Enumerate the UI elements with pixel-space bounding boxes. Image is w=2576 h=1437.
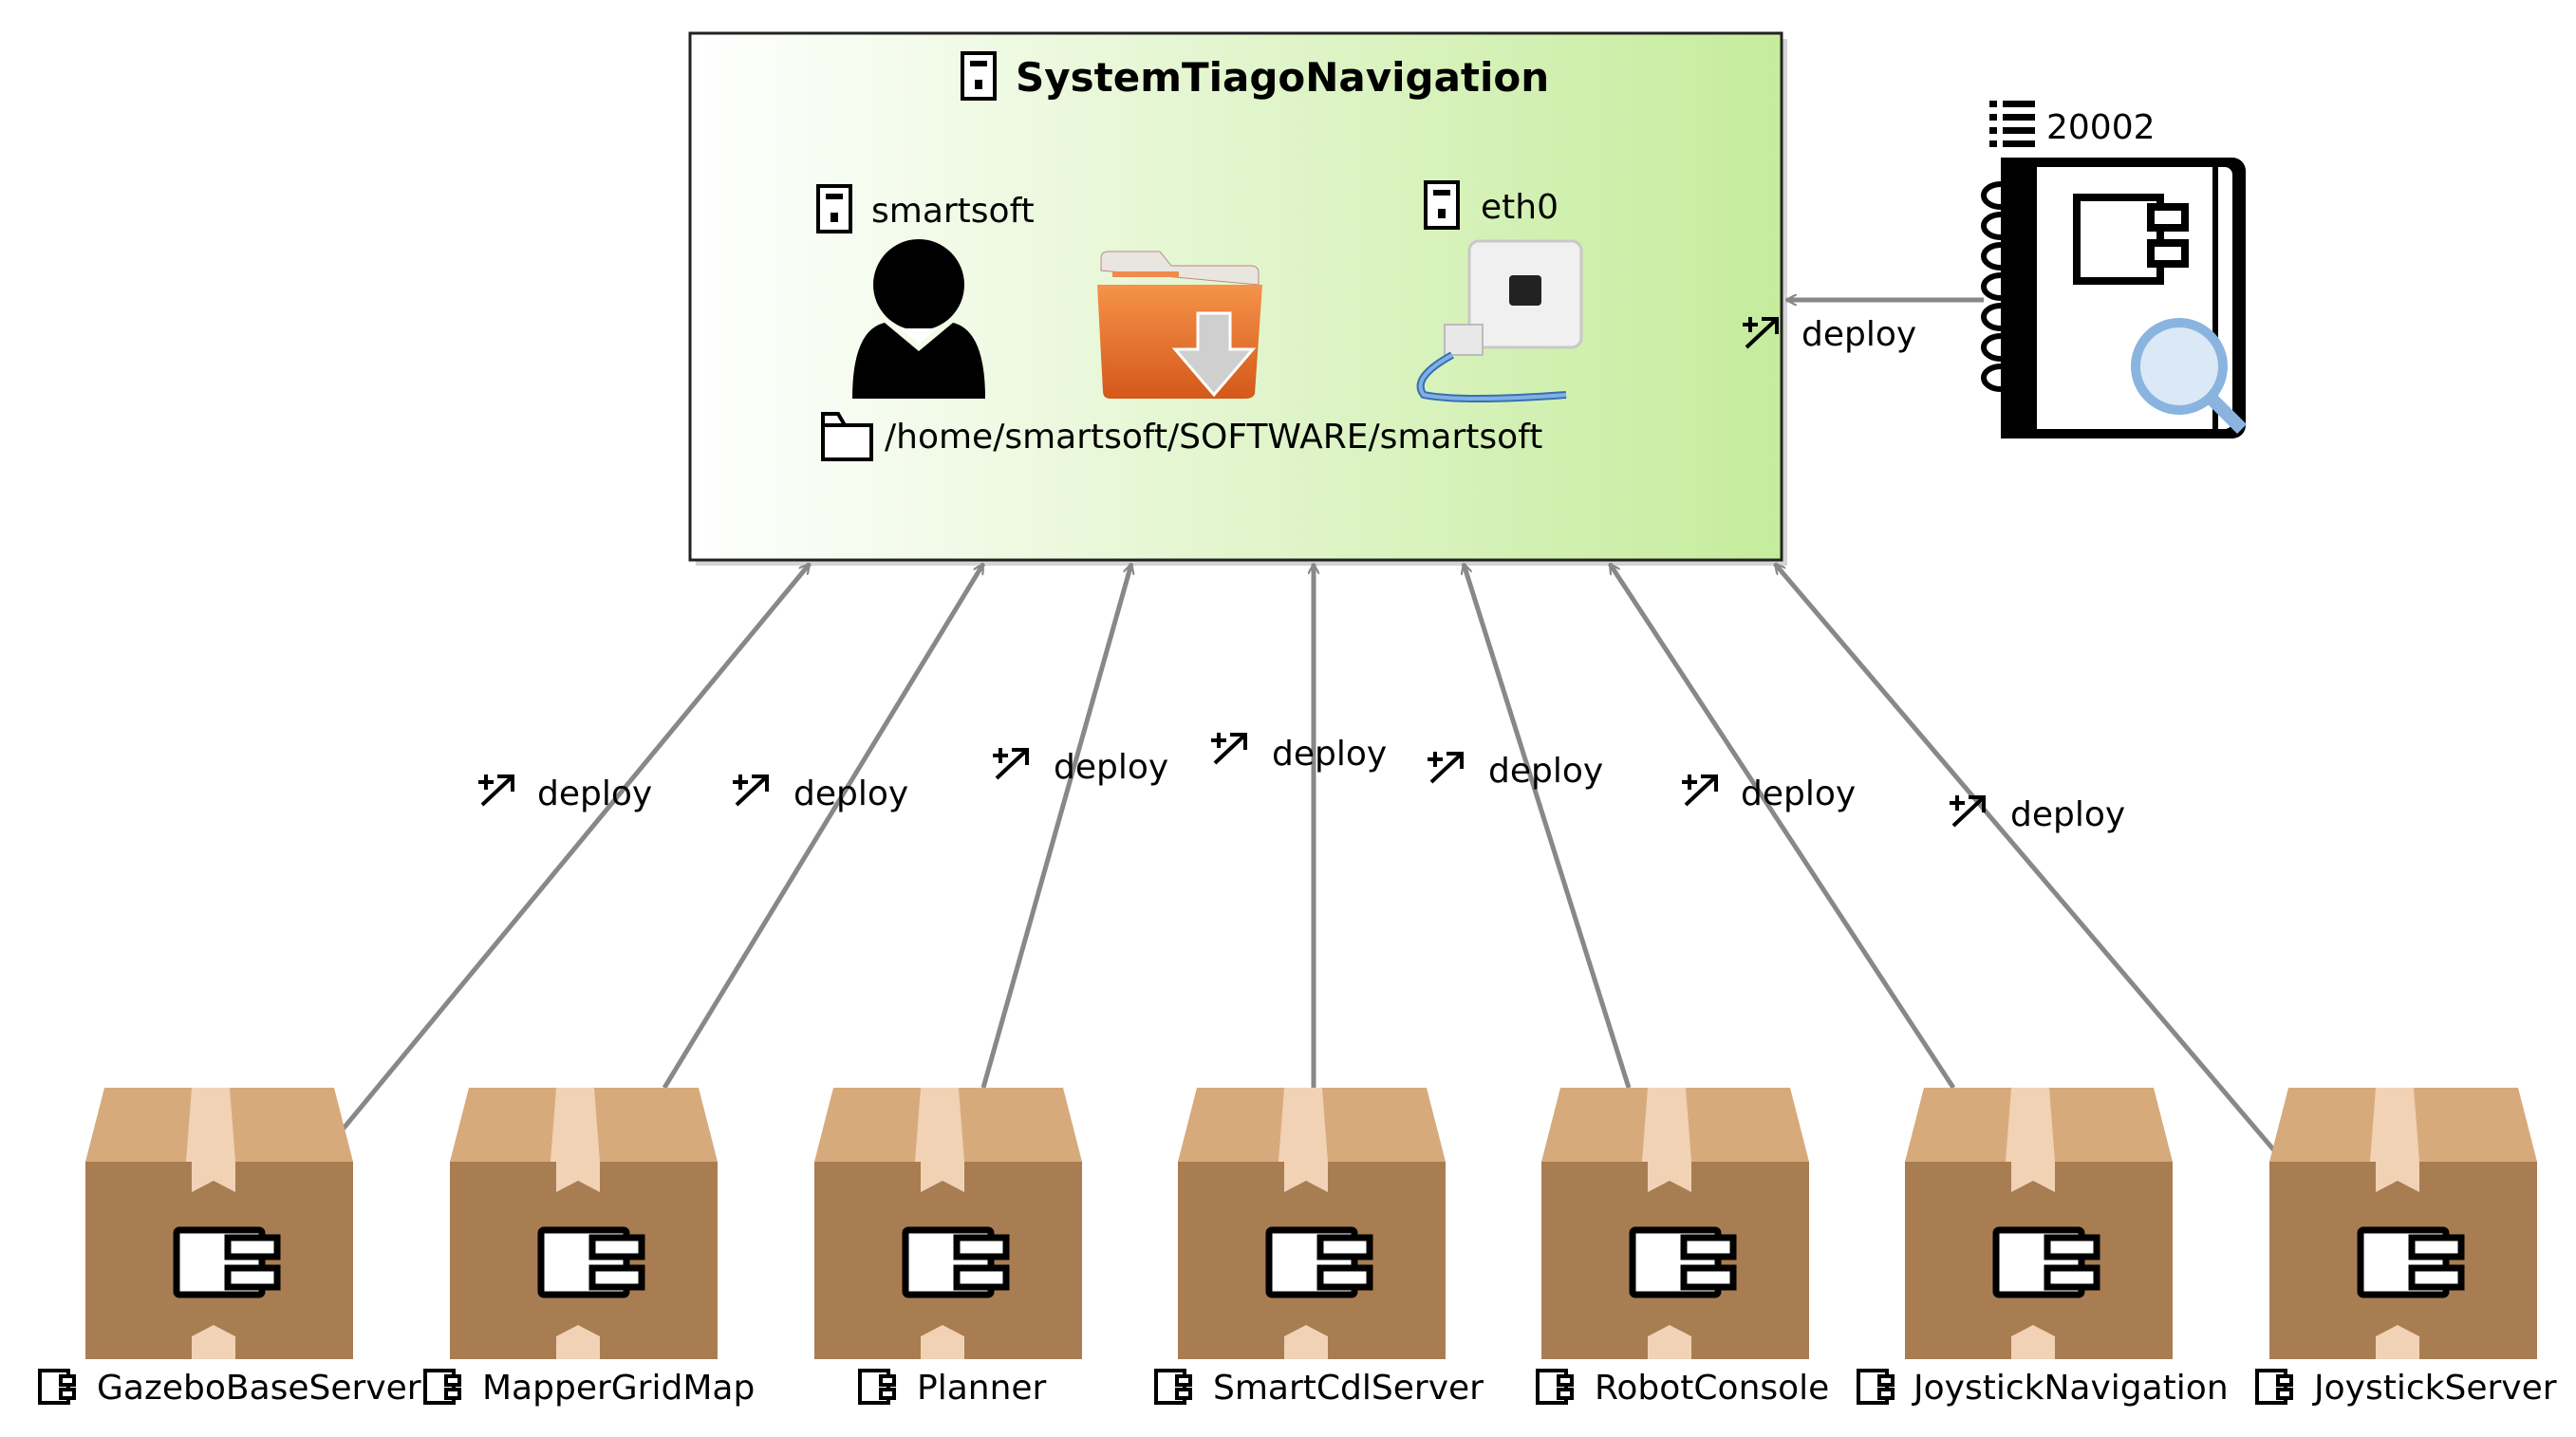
deploy-icon xyxy=(1680,773,1718,807)
component-name: JoystickNavigation xyxy=(1912,1369,2229,1408)
deploy-label: deploy xyxy=(1054,748,1168,787)
deploy-label: deploy xyxy=(537,774,652,813)
component-name: GazeboBaseServer xyxy=(97,1369,421,1408)
system-node[interactable]: SystemTiagoNavigation smartsoft eth0 xyxy=(688,31,1787,566)
component-joystickserver[interactable]: JoystickServer xyxy=(2255,1088,2557,1408)
deploy-edge-gazebobaseserver[interactable]: deploy xyxy=(336,564,812,1137)
deploy-edge-robotconsole[interactable]: deploy xyxy=(1426,564,1632,1089)
package-icon xyxy=(1905,1088,2173,1359)
port-label: 20002 xyxy=(2046,108,2156,147)
user-server-icon xyxy=(816,184,852,233)
folder-icon xyxy=(821,412,873,461)
component-name: Planner xyxy=(917,1369,1047,1408)
list-icon xyxy=(1989,101,2035,147)
component-planner[interactable]: Planner xyxy=(814,1088,1082,1408)
deploy-icon xyxy=(991,746,1029,780)
server-icon xyxy=(961,51,997,101)
deploy-edges: deploy deploy deploy deploy deploy deplo… xyxy=(336,564,2276,1152)
deploy-edge-mappergridmap[interactable]: deploy xyxy=(662,564,986,1090)
deploy-icon xyxy=(1948,793,1986,828)
deploy-label: deploy xyxy=(1488,752,1603,791)
package-icon xyxy=(450,1088,718,1359)
deploy-icon xyxy=(1209,731,1247,765)
deploy-icon xyxy=(476,773,514,807)
deploy-edge-repo[interactable]: deploy xyxy=(1741,300,1984,354)
install-folder-icon xyxy=(1097,251,1262,399)
component-joysticknavigation[interactable]: JoystickNavigation xyxy=(1857,1088,2229,1408)
network-label: eth0 xyxy=(1481,188,1559,227)
component-name: MapperGridMap xyxy=(482,1369,755,1408)
component-icon xyxy=(1857,1369,1895,1405)
network-server-icon xyxy=(1424,180,1460,230)
deploy-label: deploy xyxy=(2010,795,2125,834)
component-robotconsole[interactable]: RobotConsole xyxy=(1536,1088,1829,1408)
deploy-label: deploy xyxy=(1272,735,1387,774)
component-icon xyxy=(38,1369,76,1405)
component-icon xyxy=(2255,1369,2293,1405)
deployment-repository[interactable]: 20002 xyxy=(1981,101,2247,439)
deploy-label: deploy xyxy=(1741,774,1856,813)
package-icon xyxy=(2269,1088,2537,1359)
component-name: JoystickServer xyxy=(2312,1369,2557,1408)
component-name: RobotConsole xyxy=(1595,1369,1829,1408)
component-icon xyxy=(858,1369,896,1405)
component-icon xyxy=(423,1369,461,1405)
deploy-edge-joysticknavigation[interactable]: deploy xyxy=(1607,564,1956,1090)
user-label: smartsoft xyxy=(871,192,1035,231)
deploy-edge-planner[interactable]: deploy xyxy=(980,564,1168,1089)
deploy-edge-smartcdlserver[interactable]: deploy xyxy=(1209,564,1387,1088)
network-icon xyxy=(1416,239,1583,402)
user-icon xyxy=(852,239,985,399)
component-icon xyxy=(1154,1369,1192,1405)
package-icon xyxy=(85,1088,353,1359)
deploy-edge-joystickserver[interactable]: deploy xyxy=(1773,564,2276,1152)
component-gazebobaseserver[interactable]: GazeboBaseServer xyxy=(38,1088,421,1408)
notebook-icon xyxy=(1981,158,2247,439)
deploy-icon xyxy=(1426,750,1464,784)
deploy-label: deploy xyxy=(793,774,908,813)
component-icon xyxy=(1536,1369,1574,1405)
component-mappergridmap[interactable]: MapperGridMap xyxy=(423,1088,755,1408)
component-name: SmartCdlServer xyxy=(1213,1369,1484,1408)
package-icon xyxy=(1541,1088,1809,1359)
package-icon xyxy=(1178,1088,1446,1359)
system-title: SystemTiagoNavigation xyxy=(1016,54,1549,101)
package-icon xyxy=(814,1088,1082,1359)
deploy-icon xyxy=(731,773,769,807)
component-smartcdlserver[interactable]: SmartCdlServer xyxy=(1154,1088,1484,1408)
path-label: /home/smartsoft/SOFTWARE/smartsoft xyxy=(885,418,1542,457)
deploy-label: deploy xyxy=(1801,315,1916,354)
